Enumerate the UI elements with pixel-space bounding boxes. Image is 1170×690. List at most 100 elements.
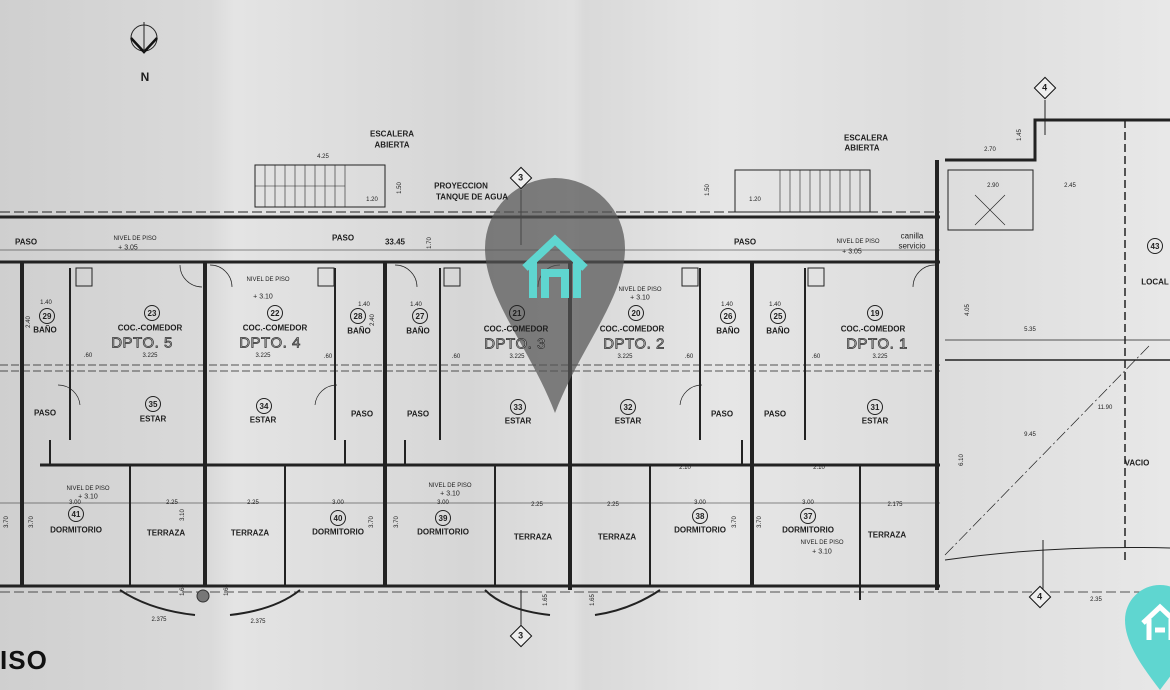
room-number: 32 [620,399,636,415]
unit-name-dpto-5: DPTO. 5 [111,334,173,352]
house-icon [522,234,588,298]
dimension: 2.40 [370,314,376,326]
water-tank-label-2: TANQUE DE AGUA [436,192,508,202]
service-tap-label-1: canilla [900,231,924,241]
dimension: 1.65 [543,594,549,606]
room-name: ESTAR [249,415,277,425]
passage-label: PASO [350,409,374,419]
north-label: N [140,70,150,84]
dimension: 3.70 [732,516,738,528]
dimension: 2.25 [247,500,259,506]
level-label: NIVEL DE PISO [113,236,157,242]
room-number: 34 [256,398,272,414]
room-number: 33 [510,399,526,415]
terrace-label: TERRAZA [867,530,907,540]
corridor-label: PASO [733,237,757,247]
dimension: 1.20 [749,197,761,203]
dimension: 1.40 [721,302,733,308]
dimension: 1.40 [358,302,370,308]
level-label: NIVEL DE PISO [66,486,110,492]
dimension: .60 [811,354,821,360]
room-name: DORMITORIO [674,525,726,535]
dimension: 2.375 [250,619,266,625]
corridor-length: 33.45 [384,237,406,247]
corridor-label: PASO [14,237,38,247]
dimension: 3.00 [694,500,706,506]
room-number: 31 [867,399,883,415]
dimension: 3.00 [802,500,814,506]
dimension: 1.40 [769,302,781,308]
dimension: 3.70 [394,516,400,528]
room-number: 20 [628,305,644,321]
dimension: 3.225 [142,353,158,359]
room-number: 26 [720,308,736,324]
room-name: DORMITORIO [417,527,469,537]
room-name: DORMITORIO [50,525,102,535]
dimension: 3.00 [69,500,81,506]
passage-label: PASO [33,408,57,418]
room-name: COC.-COMEDOR [840,324,906,334]
dimension: 5.35 [1024,327,1036,333]
room-name: BAÑO [716,326,740,336]
dimension: 11.90 [1097,405,1113,411]
level-value: + 3.10 [253,293,273,301]
house-icon [1141,603,1170,640]
unit-name-dpto-1: DPTO. 1 [846,335,908,353]
service-tap-label-2: servicio [898,241,926,251]
dimension: 2.375 [151,617,167,623]
stair-right-label-2: ABIERTA [844,143,880,153]
north-arrow [128,22,160,67]
water-tank-label-1: PROYECCION [434,181,488,191]
terrace-label: TERRAZA [513,532,553,542]
dimension: 3.225 [617,354,633,360]
terrace-label: TERRAZA [146,528,186,538]
dimension: 3.00 [437,500,449,506]
room-number: 38 [692,508,708,524]
dimension: .60 [323,354,333,360]
passage-label: PASO [763,409,787,419]
dimension: 2.90 [987,183,999,189]
room-name: BAÑO [766,326,790,336]
dimension: 2.35 [1090,597,1102,603]
north-arrow-icon [130,22,158,54]
corridor-label: PASO [331,233,355,243]
room-name: BAÑO [406,326,430,336]
level-label: NIVEL DE PISO [800,540,844,546]
dimension: 1.40 [410,302,422,308]
dimension: 2.25 [607,502,619,508]
room-number: 22 [267,305,283,321]
dimension: 3.225 [872,354,888,360]
room-name: ESTAR [139,414,167,424]
dimension: 2.70 [984,147,996,153]
dimension: 1.45 [1017,129,1023,141]
dimension: 1.65 [590,594,596,606]
room-number: 39 [435,510,451,526]
room-number: 40 [330,510,346,526]
room-number: 43 [1147,238,1163,254]
level-value: + 3.10 [630,294,650,302]
room-number: 25 [770,308,786,324]
unit-name-dpto-2: DPTO. 2 [603,335,665,353]
level-label: NIVEL DE PISO [618,287,662,293]
terrace-label: TERRAZA [230,528,270,538]
room-number: 41 [68,506,84,522]
room-number: 19 [867,305,883,321]
level-value: + 3.10 [78,493,98,501]
dimension: .60 [684,354,694,360]
room-name: LOCAL [1141,277,1169,287]
dimension: 3.225 [255,353,271,359]
sheet-title: ISO [0,645,48,675]
dimension: 3.225 [509,354,525,360]
dimension: 1.50 [705,184,711,196]
room-name: ESTAR [861,416,889,426]
level-value: + 3.10 [440,490,460,498]
dimension: 1.50 [397,182,403,194]
level-value: + 3.05 [842,248,862,256]
dimension: 2.10 [679,465,691,471]
room-number: 29 [39,308,55,324]
room-number: 27 [412,308,428,324]
dimension: 2.45 [1064,183,1076,189]
dimension: 6.10 [959,454,965,466]
dimension: 3.70 [4,516,10,528]
